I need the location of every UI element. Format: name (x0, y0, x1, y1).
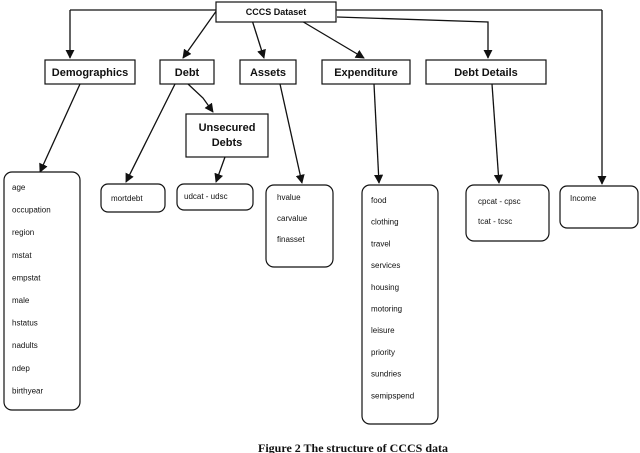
leaf-expenditure-9: semipspend (371, 391, 414, 400)
category-expenditure-label: Expenditure (334, 67, 398, 79)
leaf-expenditure-1: clothing (371, 218, 399, 227)
leaf-demographics-6: hstatus (12, 319, 38, 328)
leaf-assets-0: hvalue (277, 193, 301, 202)
leaf-unsecured-0: udcat - udsc (184, 192, 228, 201)
category-debt-details: Debt Details (425, 59, 547, 85)
leaf-debt-details-1: tcat - tcsc (478, 217, 512, 226)
leaf-demographics-2: region (12, 228, 34, 237)
income-leaf-list: Income (570, 194, 597, 203)
leaf-expenditure-2: travel (371, 239, 391, 248)
connector-debt (182, 9, 218, 59)
unsecured-leaf-list: udcat - udsc (184, 192, 228, 201)
mortdebt-leaf-list: mortdebt (111, 194, 143, 203)
root-label: CCCS Dataset (246, 7, 307, 17)
leaf-expenditure-5: motoring (371, 305, 402, 314)
category-assets: Assets (239, 59, 297, 85)
leaf-expenditure-7: priority (371, 348, 395, 357)
connector-expenditure-leaves (373, 83, 384, 184)
debt-details-leaf-box (465, 184, 550, 242)
connector-debt-details (336, 16, 493, 59)
leaf-assets-1: carvalue (277, 214, 308, 223)
connector-assets (251, 19, 266, 59)
leaf-demographics-8: ndep (12, 364, 30, 373)
leaf-expenditure-4: housing (371, 283, 399, 292)
connector-debt-unsecured (187, 83, 214, 113)
leaf-demographics-1: occupation (12, 206, 51, 215)
leaf-demographics-7: nadults (12, 341, 38, 350)
unsecured-debts-node: Unsecured Debts (185, 113, 269, 158)
connector-debt-details-leaves (491, 83, 503, 184)
leaf-demographics-9: birthyear (12, 386, 43, 395)
debt-details-leaf-list: cpcat - cpsc tcat - tcsc (478, 197, 521, 226)
category-demographics: Demographics (44, 59, 136, 85)
connector-expenditure (299, 19, 365, 59)
demographics-leaf-list: age occupation region mstat empstat male hstat… (12, 183, 51, 395)
category-expenditure: Expenditure (321, 59, 411, 85)
expenditure-leaf-box (361, 184, 439, 425)
demographics-leaf-box (3, 171, 81, 411)
category-debt-label: Debt (175, 67, 200, 79)
connector-assets-leaves (279, 83, 305, 184)
root-node: CCCS Dataset (215, 1, 337, 23)
mortdebt-leaf-box (100, 183, 166, 213)
leaf-assets-2: finasset (277, 235, 305, 244)
leaf-demographics-4: empstat (12, 273, 41, 282)
connectors (39, 9, 607, 185)
leaf-expenditure-8: sundries (371, 370, 401, 379)
leaf-demographics-0: age (12, 183, 26, 192)
leaf-expenditure-0: food (371, 196, 387, 205)
leaf-expenditure-6: leisure (371, 326, 395, 335)
category-assets-label: Assets (250, 67, 286, 79)
unsecured-label-line1: Unsecured (199, 122, 256, 134)
connector-demographics-leaves (39, 83, 81, 173)
unsecured-label-line2: Debts (212, 137, 243, 149)
expenditure-leaf-list: food clothing travel services housing motorin… (371, 196, 414, 400)
leaf-demographics-3: mstat (12, 251, 32, 260)
category-demographics-label: Demographics (52, 67, 128, 79)
unsecured-leaf-box (176, 183, 254, 211)
category-debt-details-label: Debt Details (454, 67, 518, 79)
connector-debt-mortdebt (125, 83, 176, 183)
income-leaf-box (559, 185, 639, 229)
category-debt: Debt (159, 59, 215, 85)
assets-leaf-list: hvalue carvalue finasset (277, 193, 308, 244)
leaf-expenditure-3: services (371, 261, 400, 270)
assets-leaf-box (265, 184, 334, 268)
figure-caption: Figure 2 The structure of CCCS data (258, 441, 448, 453)
leaf-mortdebt-0: mortdebt (111, 194, 143, 203)
leaf-demographics-5: male (12, 296, 30, 305)
leaf-debt-details-0: cpcat - cpsc (478, 197, 521, 206)
leaf-income-0: Income (570, 194, 597, 203)
connector-unsecured-leaves (214, 156, 226, 183)
